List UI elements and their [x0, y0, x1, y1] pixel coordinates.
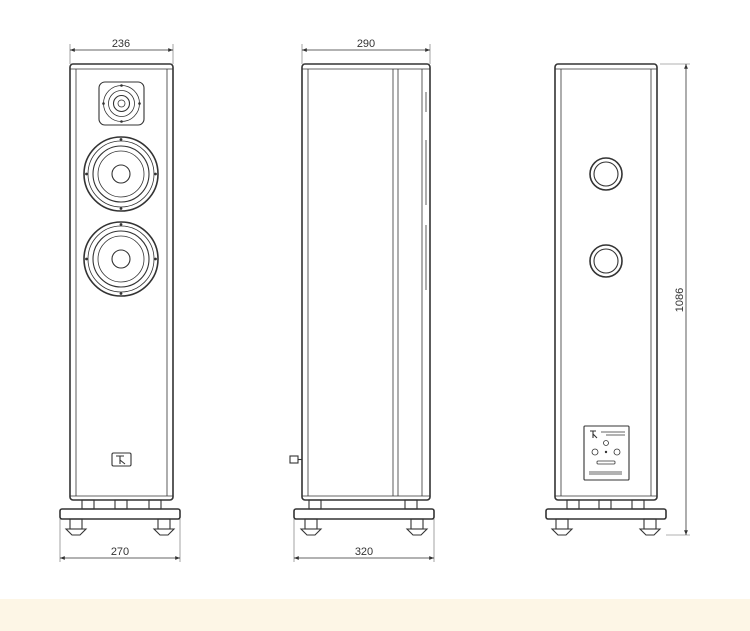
bass-port-upper-icon: [589, 157, 623, 191]
side-base-label: 320: [355, 546, 373, 558]
front-width-label: 236: [112, 38, 130, 50]
side-cabinet: [301, 63, 431, 501]
side-base-dimension: 320: [293, 519, 435, 562]
bass-port-lower-icon: [589, 244, 623, 278]
front-view: 236: [59, 38, 181, 562]
front-plinth: [59, 499, 181, 536]
front-width-dimension: 236: [69, 38, 174, 64]
woofer-lower-icon: [83, 221, 159, 297]
front-base-dimension: 270: [59, 519, 181, 562]
tweeter-icon: [98, 81, 145, 126]
footer-band: [0, 599, 750, 631]
height-label: 1086: [674, 288, 686, 312]
height-dimension: 1086: [660, 63, 690, 536]
woofer-upper-icon: [83, 136, 159, 212]
terminal-panel-icon: [583, 425, 630, 481]
rear-view: 1086: [545, 63, 690, 536]
technical-drawing: 236: [59, 38, 690, 562]
side-depth-dimension: 290: [301, 38, 431, 64]
rear-plinth: [545, 499, 667, 536]
side-plinth: [293, 499, 435, 536]
side-terminal-icon: [289, 455, 302, 464]
brand-logo-icon: [111, 452, 132, 467]
side-view: 290: [289, 38, 435, 562]
side-depth-label: 290: [357, 38, 375, 50]
front-base-label: 270: [111, 546, 129, 558]
